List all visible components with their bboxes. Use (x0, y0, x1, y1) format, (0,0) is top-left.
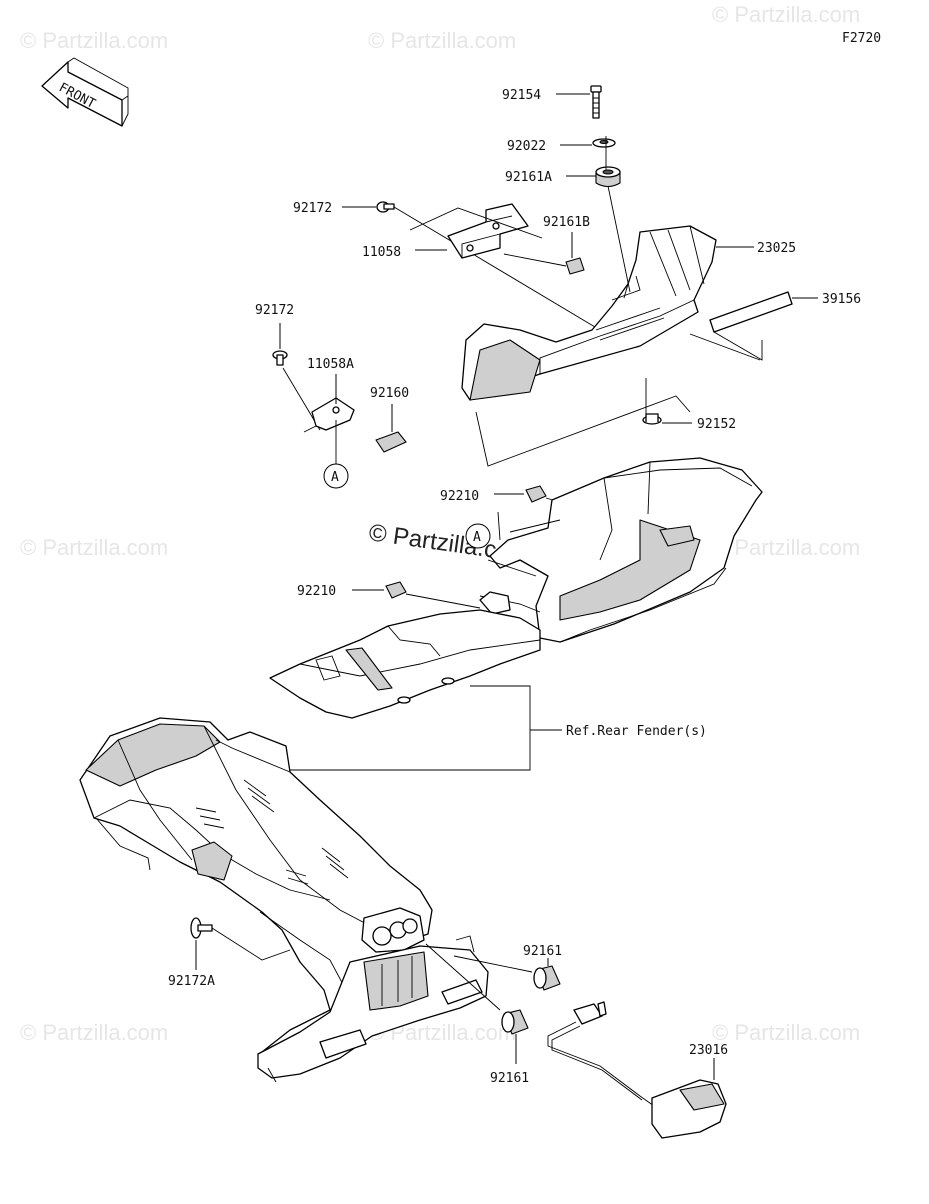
label-92161A: 92161A (505, 170, 552, 185)
label-11058A: 11058A (307, 357, 354, 372)
grommet-92161-lower (501, 1009, 529, 1035)
label-92210-lower: 92210 (297, 584, 336, 599)
label-92210-upper: 92210 (440, 489, 479, 504)
label-92160: 92160 (370, 386, 409, 401)
label-92152: 92152 (697, 417, 736, 432)
diagram-code: F2720 (842, 31, 881, 46)
ref-note: Ref.Rear Fender(s) (566, 724, 707, 739)
label-39156: 39156 (822, 292, 861, 307)
label-92161-lower: 92161 (490, 1071, 529, 1086)
nut-92210-lower (385, 581, 407, 599)
pad-39156 (709, 291, 793, 361)
tail-light-23016 (547, 1001, 727, 1139)
label-92172-left: 92172 (255, 303, 294, 318)
bracket-11058A (303, 397, 355, 433)
watermark-text: © Partzilla.com (712, 1020, 860, 1045)
label-92022: 92022 (507, 139, 546, 154)
bolt-92172-left (272, 350, 288, 366)
label-11058: 11058 (362, 245, 401, 260)
washer-92022 (592, 138, 616, 148)
front-arrow-icon: FRONT (41, 57, 129, 127)
label-23016: 23016 (689, 1043, 728, 1058)
watermark-text: © Partzilla.com (20, 28, 168, 53)
label-92161-upper: 92161 (523, 944, 562, 959)
label-23025: 23025 (757, 241, 796, 256)
license-bracket (257, 935, 489, 1083)
nut-92210-upper (525, 485, 547, 503)
rear-fender-assembly (465, 457, 763, 643)
pad-92160 (375, 431, 407, 453)
rivet-92152 (642, 413, 662, 425)
mark-a-label-2: A (473, 530, 481, 545)
label-92172-top: 92172 (293, 201, 332, 216)
bolt-92172A (190, 917, 213, 939)
watermark-text: © Partzilla.com (712, 2, 860, 27)
label-92161B: 92161B (543, 215, 590, 230)
lower-fender-plate (269, 609, 541, 719)
watermark-text: © Partzilla.com (20, 535, 168, 560)
watermark-text: © Partzilla.com (712, 535, 860, 560)
clip-92161B (565, 257, 585, 275)
label-92172A: 92172A (168, 974, 215, 989)
grommet-92161-upper (533, 965, 561, 991)
bolt-92172-top (376, 201, 395, 213)
bracket-11058 (409, 203, 543, 259)
mark-a-label: A (331, 470, 339, 485)
label-92154: 92154 (502, 88, 541, 103)
grommet-92161A (595, 166, 621, 188)
bolt-92154 (590, 85, 602, 119)
watermark-text: © Partzilla.com (368, 28, 516, 53)
watermark-text: © Partzilla.com (20, 1020, 168, 1045)
cover-23025 (461, 225, 717, 401)
